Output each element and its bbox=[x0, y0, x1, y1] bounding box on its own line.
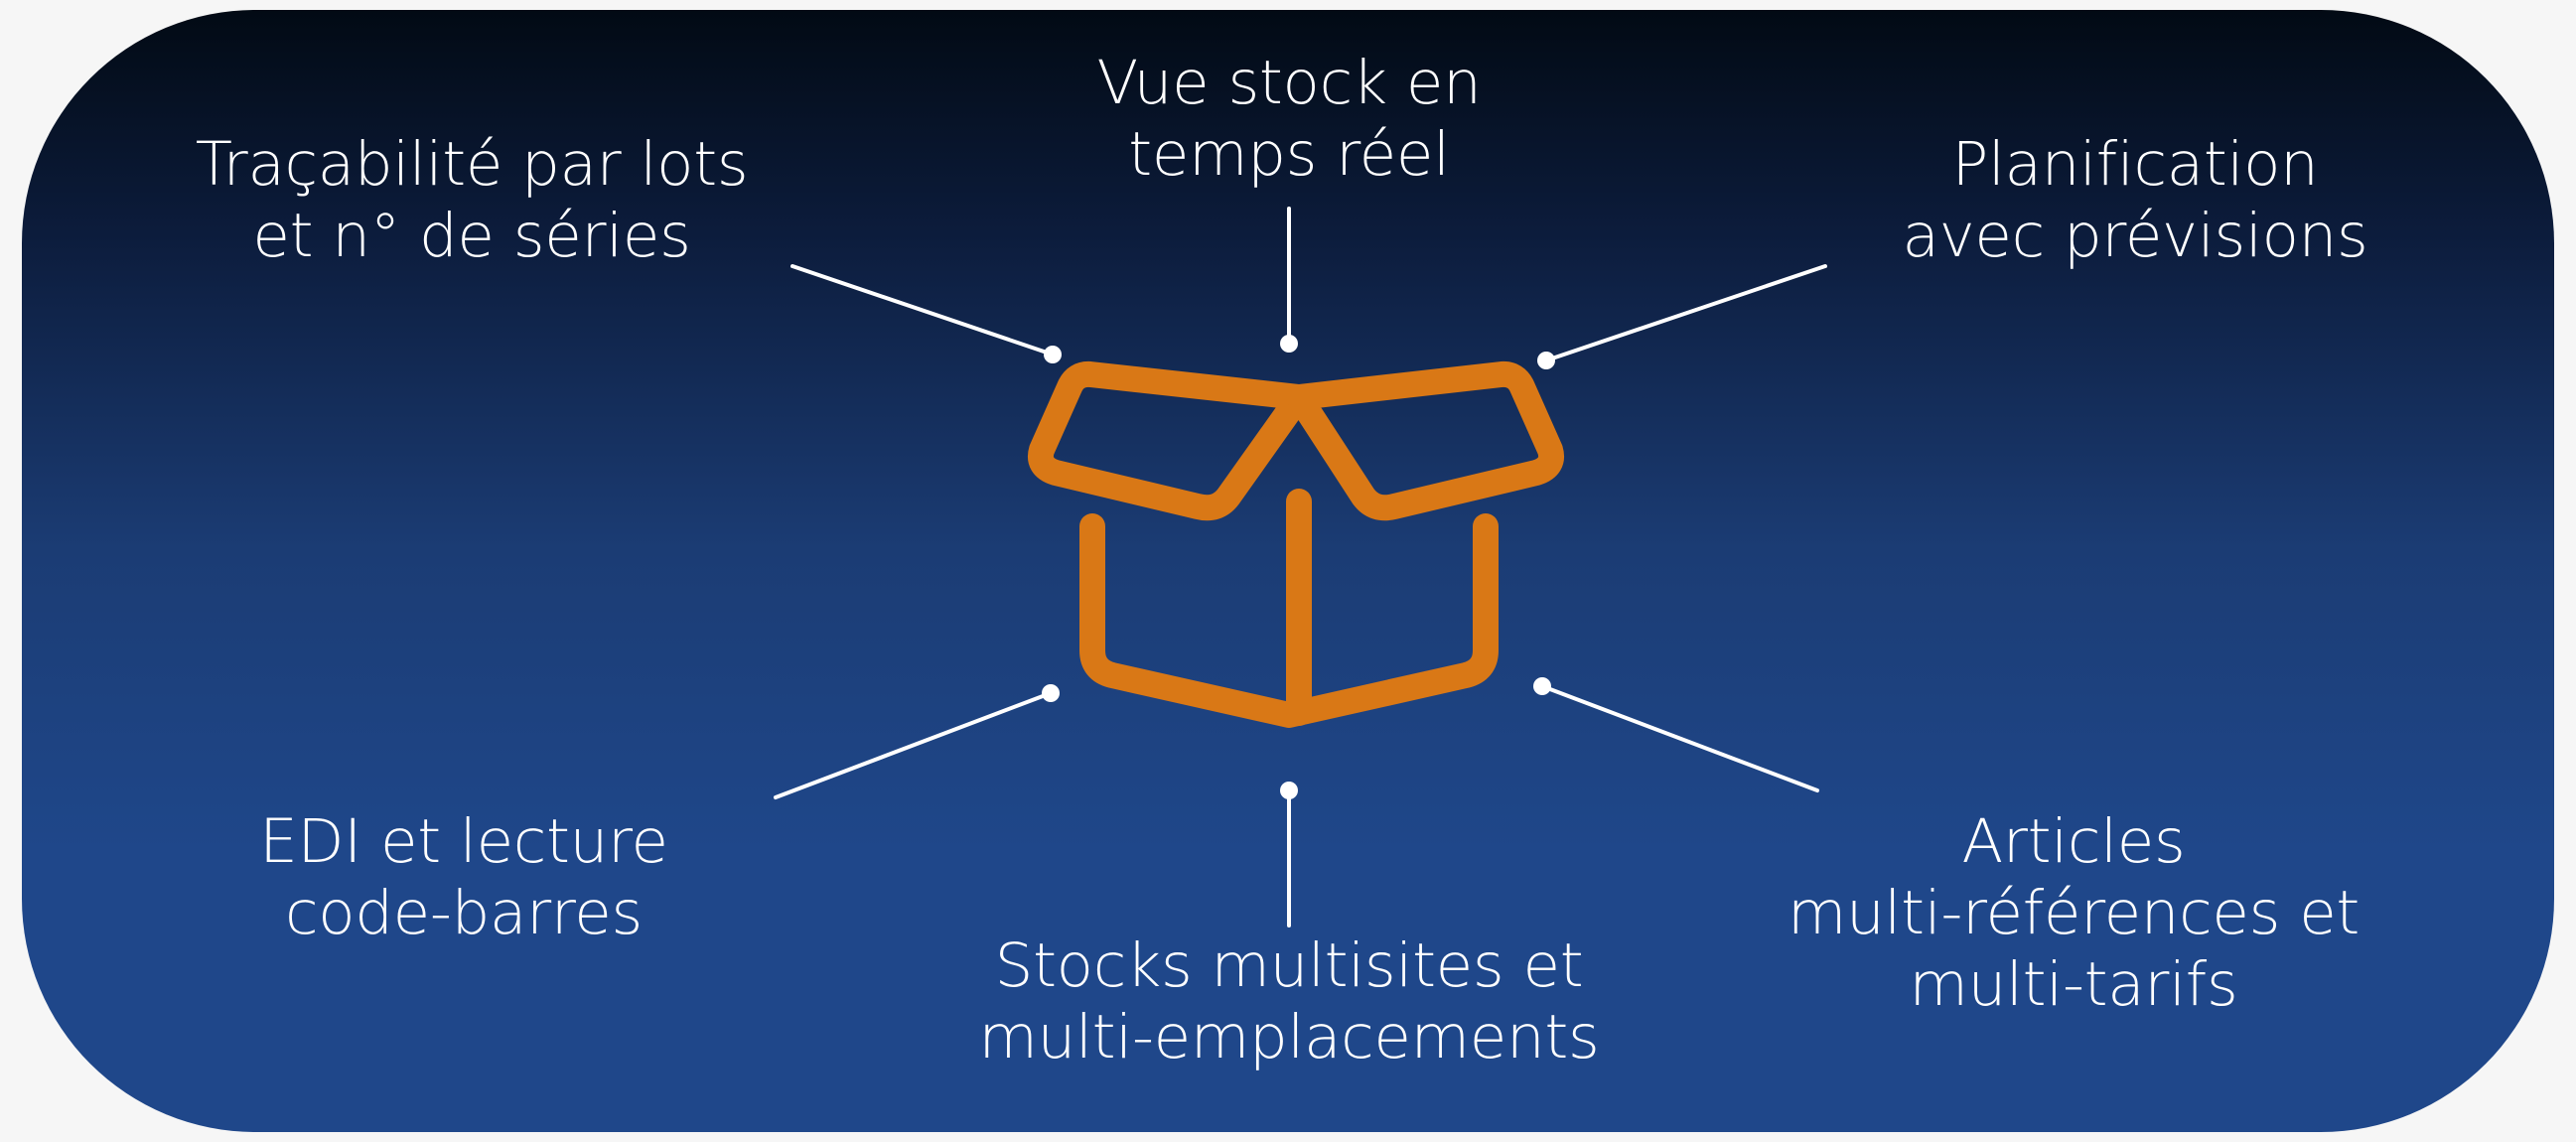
feature-line: multi-emplacements bbox=[978, 1002, 1600, 1072]
connector-articles bbox=[1540, 684, 1819, 792]
connector-tracabilite bbox=[790, 264, 1055, 357]
feature-line: multi-tarifs bbox=[1909, 949, 2238, 1020]
connector-dot-articles bbox=[1533, 677, 1551, 695]
connector-dot-stocks-multisites bbox=[1280, 782, 1298, 799]
feature-line: Traçabilité par lots bbox=[195, 129, 749, 200]
feature-line: avec prévisions bbox=[1902, 201, 2368, 271]
feature-label-articles: Articles multi-références et multi-tarif… bbox=[1788, 806, 2360, 1021]
feature-line: multi-références et bbox=[1787, 878, 2361, 948]
feature-label-vue-stock: Vue stock en temps réel bbox=[1096, 48, 1481, 191]
feature-line: EDI et lecture bbox=[259, 806, 668, 877]
feature-line: Vue stock en bbox=[1096, 48, 1482, 118]
connector-dot-planification bbox=[1537, 352, 1555, 369]
connector-dot-vue-stock bbox=[1280, 335, 1298, 353]
connector-planification bbox=[1544, 264, 1827, 362]
connector-edi bbox=[774, 691, 1053, 799]
feature-label-stocks-multisites: Stocks multisites et multi-emplacements bbox=[979, 930, 1600, 1073]
feature-line: temps réel bbox=[1128, 119, 1450, 190]
feature-label-planification: Planification avec prévisions bbox=[1903, 129, 2368, 272]
feature-label-edi: EDI et lecture code-barres bbox=[259, 806, 668, 949]
feature-line: Articles bbox=[1961, 806, 2186, 877]
open-box-icon bbox=[1028, 360, 1564, 728]
feature-line: et n° de séries bbox=[252, 201, 691, 271]
connector-dot-edi bbox=[1042, 684, 1060, 702]
connector-dot-tracabilite bbox=[1044, 346, 1062, 363]
feature-label-tracabilite: Traçabilité par lots et n° de séries bbox=[196, 129, 749, 272]
feature-line: Planification bbox=[1951, 129, 2319, 200]
feature-line: code-barres bbox=[284, 878, 644, 948]
feature-line: Stocks multisites et bbox=[994, 930, 1584, 1001]
